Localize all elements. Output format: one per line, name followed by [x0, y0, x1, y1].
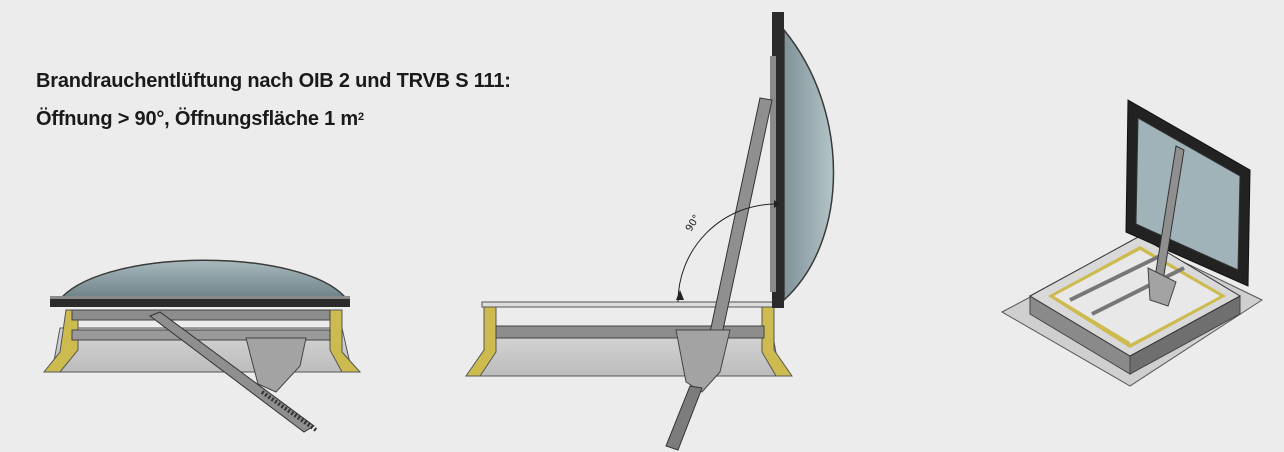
heading-line-2-text: Öffnung > 90°, Öffnungsfläche 1 m — [36, 108, 358, 130]
dome-glass — [60, 259, 347, 298]
isometric-view — [1000, 99, 1264, 387]
heading-line-2: Öffnung > 90°, Öffnungsfläche 1 m2 — [36, 100, 511, 138]
closed-dome-view — [42, 259, 362, 433]
mechanism-plate-open — [675, 329, 731, 393]
heading-superscript: 2 — [357, 111, 364, 123]
iso-seal — [1048, 246, 1226, 348]
actuator-arm — [148, 311, 315, 433]
open-dome-view — [465, 12, 835, 451]
heading-line-1: Brandrauchentlüftung nach OIB 2 und TRVB… — [36, 70, 511, 92]
lower-bar — [71, 329, 331, 341]
angle-arc — [677, 203, 777, 303]
actuator-tube — [665, 385, 703, 451]
open-dome-glass — [783, 27, 835, 302]
dome-frame — [50, 296, 350, 307]
iso-plate — [1147, 267, 1177, 307]
seal-right — [329, 309, 362, 373]
upper-bar — [71, 309, 331, 321]
top-rim — [481, 301, 779, 308]
mechanism-plate — [245, 337, 307, 393]
heading: Brandrauchentlüftung nach OIB 2 und TRVB… — [36, 62, 511, 138]
